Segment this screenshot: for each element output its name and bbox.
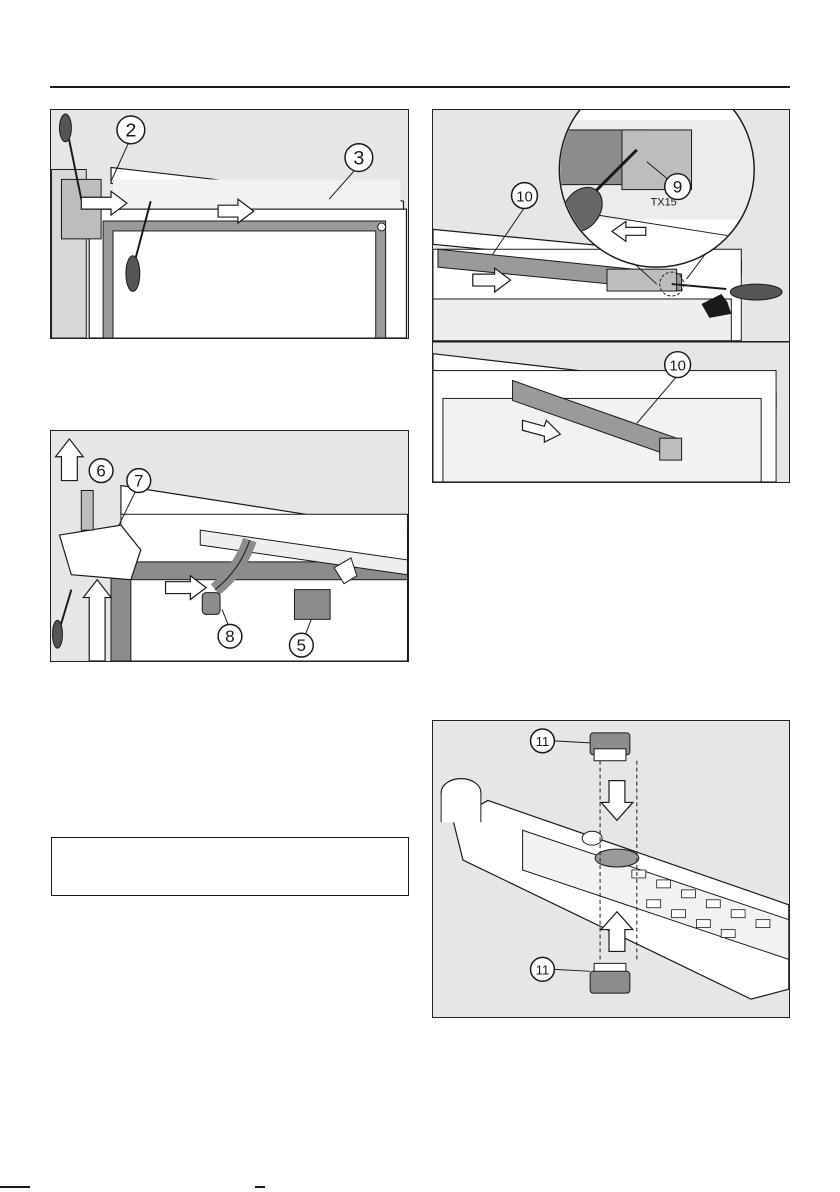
callout-6: 6 (96, 462, 105, 481)
callout-8: 8 (225, 627, 234, 646)
header-rule (50, 86, 790, 88)
callout-9: 9 (673, 178, 682, 197)
note-box (51, 837, 409, 896)
figure-1-illustration: 2 3 (51, 110, 408, 338)
callout-5: 5 (297, 636, 306, 655)
figure-3-closing-mechanism: TX15 9 10 10 (432, 109, 790, 483)
callout-10-top: 10 (516, 190, 533, 206)
figure-2-hinge-removal: 6 7 8 5 (50, 430, 409, 662)
callout-10-bottom: 10 (669, 359, 686, 375)
crop-mark-left (0, 1186, 30, 1188)
callout-11-bottom: 11 (536, 962, 549, 977)
callout-7: 7 (134, 472, 143, 491)
figure-2-illustration: 6 7 8 5 (51, 431, 408, 661)
callout-11-top: 11 (536, 734, 549, 749)
crop-mark-center (255, 1186, 265, 1188)
figure-1-hinge-cover: 2 3 (50, 109, 409, 339)
figure-3-illustration: TX15 9 10 10 (433, 110, 789, 482)
figure-4-illustration: 11 11 (433, 721, 789, 1017)
callout-3: 3 (353, 148, 364, 170)
callout-2: 2 (125, 120, 136, 142)
figure-4-clip-assembly: 11 11 (432, 720, 790, 1018)
